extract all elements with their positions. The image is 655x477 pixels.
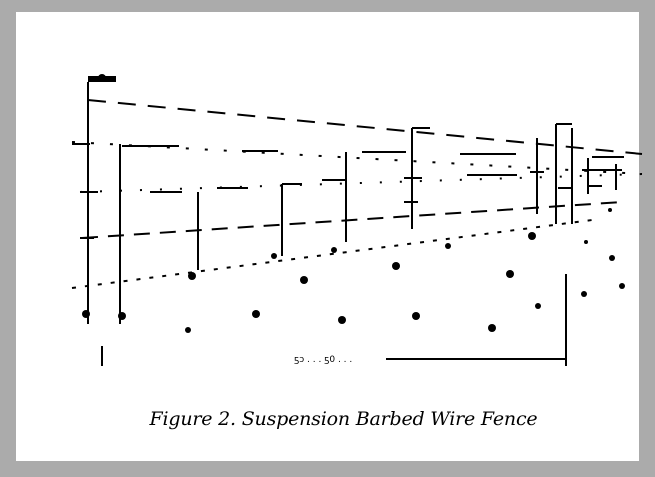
mid-wire [79,173,643,193]
lower-mid-wire [81,201,623,239]
upper-mid-wire [71,141,643,175]
top-wire [87,99,643,155]
ground-anchors [82,208,625,333]
bottom-wire [71,219,593,289]
dimension-label: ƽɔ . . . ƽ0 . . . [294,355,352,365]
figure-caption: Figure 2. Suspension Barbed Wire Fence [149,408,538,430]
fence-drawing: ƽɔ . . . ƽ0 . . . [71,74,643,366]
